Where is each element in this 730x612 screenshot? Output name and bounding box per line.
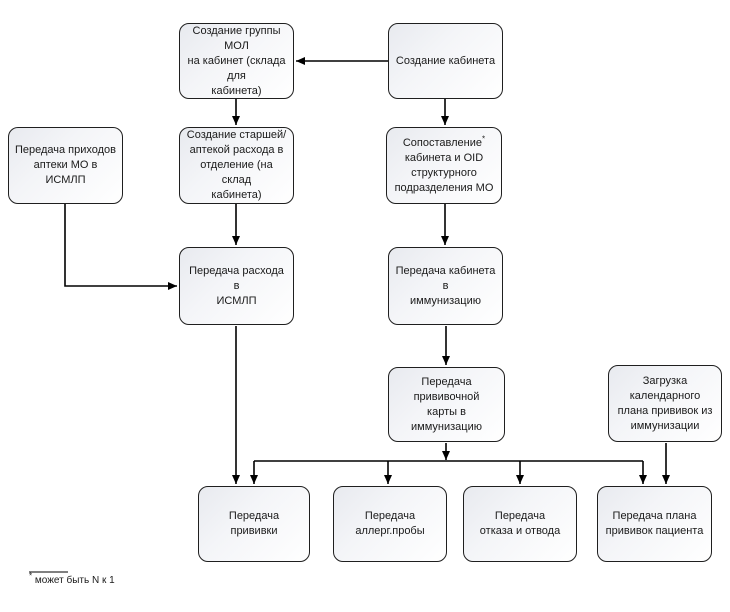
- node-create-senior-expense-label: Создание старшей/ аптекой расхода в отде…: [186, 129, 287, 201]
- node-transfer-patient-plan-label: Передача плана прививок пациента: [605, 510, 704, 537]
- footnote-text: может быть N к 1: [32, 575, 115, 586]
- node-transfer-refusal: Передача отказа и отвода: [463, 486, 577, 562]
- footnote: * может быть N к 1: [29, 571, 115, 587]
- node-create-mol-group: Создание группы МОЛ на кабинет (склада д…: [179, 23, 294, 99]
- node-load-calendar-plan-label: Загрузка календарного плана прививок из …: [617, 374, 713, 432]
- node-match-cabinet-oid-label: Сопоставление* кабинета и OID структурно…: [394, 133, 494, 196]
- node-transfer-refusal-label: Передача отказа и отвода: [479, 510, 561, 537]
- footnote-asterisk: *: [29, 571, 33, 581]
- node-transfer-pharmacy-income-label: Передача приходов аптеки МО в ИСМЛП: [14, 144, 117, 186]
- match-oid-asterisk: *: [482, 133, 486, 143]
- node-transfer-cabinet: Передача кабинета в иммунизацию: [388, 247, 503, 325]
- node-transfer-expense: Передача расхода в ИСМЛП: [179, 247, 294, 325]
- node-match-cabinet-oid: Сопоставление* кабинета и OID структурно…: [386, 127, 502, 204]
- node-create-cabinet-label: Создание кабинета: [395, 54, 496, 67]
- match-oid-text-main: Сопоставление: [402, 136, 482, 149]
- connector-pharmacy-income-to-expense: [64, 204, 177, 290]
- node-load-calendar-plan: Загрузка календарного плана прививок из …: [608, 365, 722, 442]
- node-transfer-allergy-test: Передача аллерг.пробы: [333, 486, 447, 562]
- node-transfer-pharmacy-income: Передача приходов аптеки МО в ИСМЛП: [8, 127, 123, 204]
- node-transfer-vaccination-card: Передача прививочной карты в иммунизацию: [388, 367, 505, 442]
- node-transfer-vaccine: Передача прививки: [198, 486, 310, 562]
- node-transfer-patient-plan: Передача плана прививок пациента: [597, 486, 712, 562]
- node-transfer-cabinet-label: Передача кабинета в иммунизацию: [395, 264, 496, 307]
- node-create-cabinet: Создание кабинета: [388, 23, 503, 99]
- node-transfer-expense-label: Передача расхода в ИСМЛП: [189, 264, 284, 307]
- match-oid-text-rest: кабинета и OID структурного подразделени…: [394, 151, 494, 194]
- node-transfer-vaccine-label: Передача прививки: [228, 510, 280, 537]
- node-transfer-vaccination-card-label: Передача прививочной карты в иммунизацию: [411, 375, 482, 433]
- node-create-mol-group-label: Создание группы МОЛ на кабинет (склада д…: [187, 24, 286, 97]
- node-transfer-allergy-test-label: Передача аллерг.пробы: [355, 510, 425, 537]
- node-create-senior-expense: Создание старшей/ аптекой расхода в отде…: [179, 127, 294, 204]
